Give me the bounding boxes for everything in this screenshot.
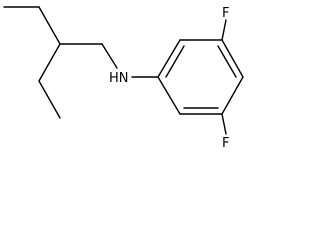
ring-bond-6: [157, 76, 181, 115]
ring-bond-4: [221, 76, 244, 115]
molecule-svg: HN F F: [3, 6, 244, 151]
bond-ch2-n: [101, 43, 118, 69]
ring-double-bond-b: [217, 45, 237, 78]
bond-c-f-top: [221, 19, 227, 41]
nh-label: HN: [109, 71, 129, 86]
structure-diagram: HN F F: [3, 6, 244, 151]
fluorine-top-label: F: [222, 6, 229, 21]
fluorine-bottom-label: F: [222, 136, 229, 151]
bond-ethyl-lower-ch2: [38, 43, 61, 82]
bond-c-f-bottom: [221, 113, 227, 135]
ring-bond-3: [221, 39, 244, 78]
ring-double-bond-a: [165, 45, 185, 78]
bond-ethyl-upper-ch2: [38, 6, 61, 45]
bond-ethyl-lower-ch3: [38, 80, 61, 119]
ring-bond-1: [157, 39, 181, 78]
